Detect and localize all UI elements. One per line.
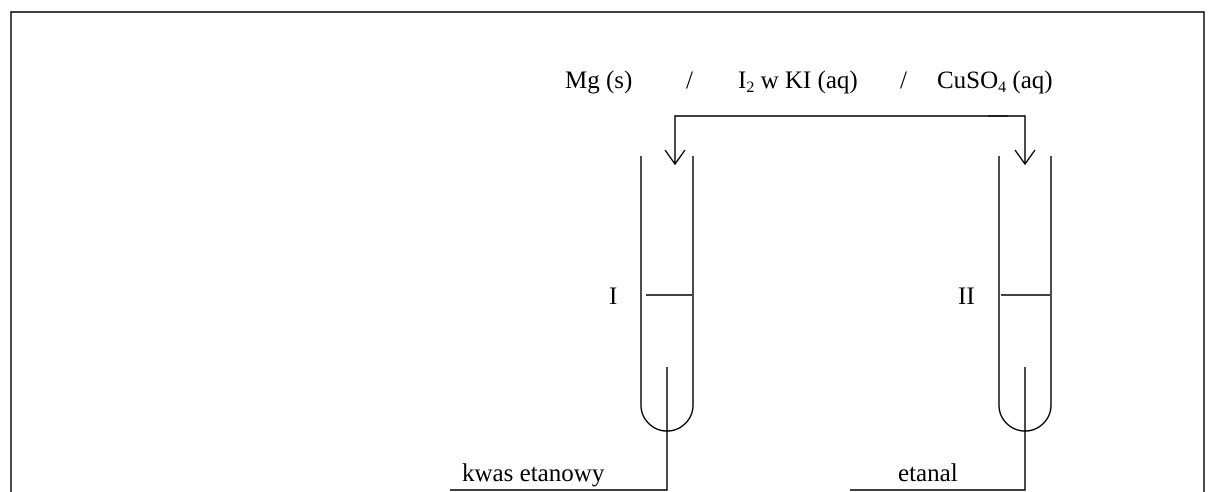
reagent-bracket-line [674,115,1026,163]
diagram-border [10,11,1205,492]
arrow-head-left [664,149,686,166]
reagent-iodine: I2 w KI (aq) [738,67,858,96]
reagent-separator-2: / [900,67,907,94]
arrow-head-right [1014,149,1036,166]
tube-label-I: I [609,283,617,310]
tube-content-II: etanal [898,460,958,487]
tube-content-I: kwas etanowy [462,460,605,487]
content-pointer-I [450,367,668,491]
reagent-copper-sulfate: CuSO4 (aq) [937,67,1053,96]
reagent-mg: Mg (s) [565,67,632,94]
reagent-separator-1: / [686,67,693,94]
tube-label-II: II [958,283,975,310]
content-pointer-II [850,367,1026,491]
